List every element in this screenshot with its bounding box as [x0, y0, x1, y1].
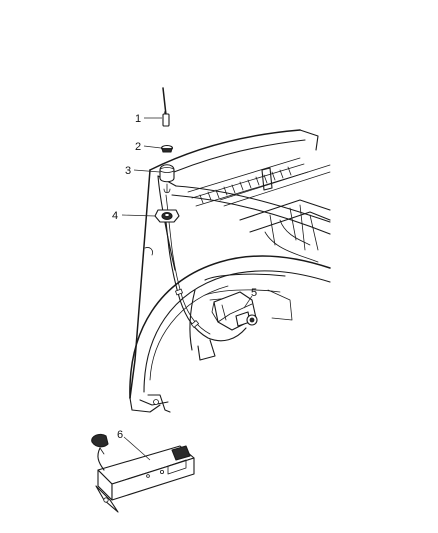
callout-6: 6	[117, 429, 123, 441]
antenna-nut	[160, 144, 174, 153]
vehicle-body	[129, 129, 331, 413]
antenna-adapter	[159, 164, 175, 194]
callout-labels: 1 2 3 4 5 6	[112, 113, 257, 441]
callout-2: 2	[135, 141, 141, 153]
antenna-connector	[211, 291, 258, 331]
antenna-mast	[162, 87, 170, 127]
callout-1: 1	[135, 113, 141, 125]
callout-5: 5	[251, 287, 257, 299]
callout-leaders	[121, 117, 253, 461]
callout-4: 4	[112, 210, 118, 222]
antenna-cable	[165, 221, 247, 342]
callout-3: 3	[125, 165, 131, 177]
antenna-base	[154, 209, 180, 223]
antenna-module	[91, 433, 195, 513]
